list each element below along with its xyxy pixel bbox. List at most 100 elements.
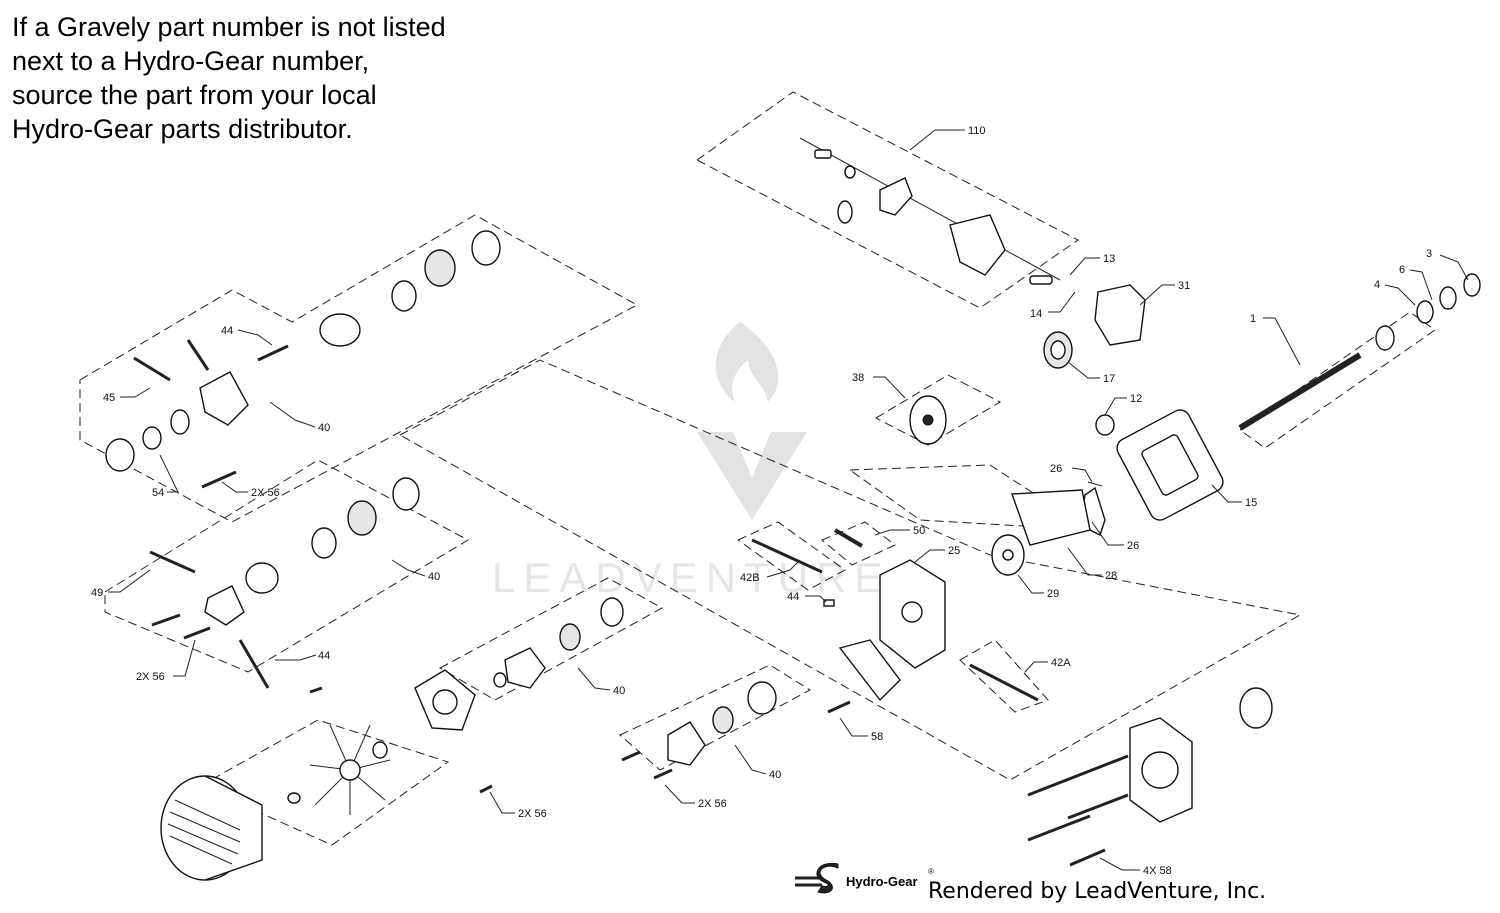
- rotor-icon: [712, 706, 734, 734]
- hydro-gear-logo: Hydro-Gear ®: [795, 862, 934, 894]
- callout-label: 13: [1103, 253, 1115, 265]
- bolt-icon: [309, 686, 323, 694]
- snap-ring-icon: [1416, 300, 1434, 324]
- middle-pump: [149, 477, 420, 689]
- callout-label: 2X 56: [518, 808, 547, 820]
- cover-icon: [1094, 284, 1146, 346]
- bolt-icon: [814, 149, 832, 159]
- outline-shaft: [1239, 311, 1436, 449]
- note-line: If a Gravely part number is not listed: [12, 12, 446, 42]
- long-bolt-icon: [1027, 814, 1091, 842]
- o-ring-icon: [170, 409, 190, 435]
- bearing-icon: [1375, 325, 1395, 351]
- fan-guard-grille-icon: [167, 799, 241, 865]
- callout-label: 40: [613, 685, 625, 697]
- callout-label: 1: [1250, 313, 1256, 325]
- pump-plate-bore-icon: [432, 689, 458, 715]
- o-ring-icon: [391, 280, 417, 312]
- washer-icon: [844, 165, 856, 179]
- outline-front-pump: [619, 664, 811, 771]
- callouts: 110 13 14 31 3 6 4 1 17 38 12 26 15 26 2…: [91, 125, 1432, 877]
- parts-source-note: If a Gravely part number is not listed n…: [12, 10, 532, 146]
- long-bolt-icon: [1069, 848, 1106, 867]
- pin-icon: [1029, 275, 1053, 285]
- watermark-v-icon: [697, 432, 807, 520]
- callout-label: 40: [769, 769, 781, 781]
- bolt-icon: [151, 613, 181, 627]
- outline-cylinder-block: [874, 374, 1002, 446]
- callout-label: 2X 56: [136, 671, 165, 683]
- callout-label: 31: [1178, 280, 1190, 292]
- rotor-icon: [424, 249, 456, 287]
- callout-label: 54: [152, 487, 164, 499]
- fan-guard-side-icon: [204, 775, 263, 881]
- thrust-plate-bore-icon: [1002, 549, 1014, 561]
- gasket-ring-icon: [245, 562, 279, 594]
- relief-valve-icon: [186, 339, 210, 371]
- callout-label: 29: [1047, 588, 1059, 600]
- pump-housing-icon: [199, 371, 249, 426]
- callout-label: 4X 58: [1143, 865, 1172, 877]
- bolt-icon: [201, 470, 237, 489]
- outline-control-arm-kit: [696, 91, 1079, 309]
- pump-housing-icon: [504, 647, 546, 689]
- rotor-icon: [347, 500, 377, 536]
- callout-label: 44: [318, 650, 330, 662]
- washer-icon: [1439, 286, 1457, 310]
- callout-label: 49: [91, 587, 103, 599]
- note-line: next to a Hydro-Gear number,: [12, 46, 370, 76]
- assembly-axis: [799, 137, 1061, 281]
- center-port-icon: [901, 601, 923, 623]
- bearing-icon: [142, 426, 162, 450]
- upper-pump: [105, 230, 501, 489]
- outline-fan: [198, 719, 450, 846]
- valve-stem-icon: [133, 356, 171, 382]
- end-cover-port-icon: [1141, 751, 1179, 789]
- spring-icon: [837, 200, 853, 224]
- center-section: [751, 528, 1039, 714]
- callout-label: 40: [318, 422, 330, 434]
- outline-upper-pump: [79, 214, 639, 523]
- control-arm-icon: [879, 177, 913, 216]
- outline-lower-pump: [438, 577, 664, 701]
- bolt-icon: [479, 784, 493, 794]
- outline-50: [821, 521, 896, 566]
- callout-label: 17: [1103, 373, 1115, 385]
- pump-housing-icon: [667, 721, 706, 766]
- fan-icon: [309, 724, 391, 815]
- bearing-icon: [372, 741, 388, 759]
- render-credit: Rendered by LeadVenture, Inc.: [928, 879, 1267, 904]
- brand-mark: ®: [928, 867, 934, 876]
- cylinder-bore-icon: [922, 414, 934, 426]
- callout-label: 110: [968, 125, 986, 137]
- watermark-flame-icon: [715, 322, 779, 402]
- gasket-icon: [1011, 489, 1091, 546]
- check-valve-icon: [969, 663, 1039, 702]
- bracket-icon: [949, 214, 1006, 276]
- callout-label: 42A: [1051, 657, 1071, 669]
- housing-recess-icon: [1141, 434, 1199, 496]
- outline-center-section: [398, 359, 1302, 781]
- callout-label: 2X 56: [251, 487, 280, 499]
- o-ring-icon: [600, 597, 624, 627]
- pin-icon: [1087, 481, 1103, 487]
- logo-s-icon: [816, 862, 839, 894]
- long-bolt-icon: [1027, 754, 1129, 797]
- gasket-ring-icon: [319, 313, 361, 347]
- watermark-text: LEADVENTURE: [492, 554, 890, 601]
- long-bolt-icon: [1067, 793, 1129, 820]
- note-line: source the part from your local: [12, 80, 377, 110]
- leader-lines: [108, 129, 1469, 871]
- callout-label: 26: [1050, 463, 1062, 475]
- pump-housing-icon: [204, 585, 245, 626]
- callout-label: 50: [913, 525, 925, 537]
- bolt-icon: [827, 700, 851, 714]
- control-arm-kit: [799, 137, 1061, 285]
- fitting-icon: [833, 528, 864, 548]
- note-line: Hydro-Gear parts distributor.: [12, 114, 353, 144]
- bolt-icon: [653, 768, 673, 780]
- shaft-icon: [1238, 352, 1362, 431]
- mount-bracket-icon: [838, 639, 901, 702]
